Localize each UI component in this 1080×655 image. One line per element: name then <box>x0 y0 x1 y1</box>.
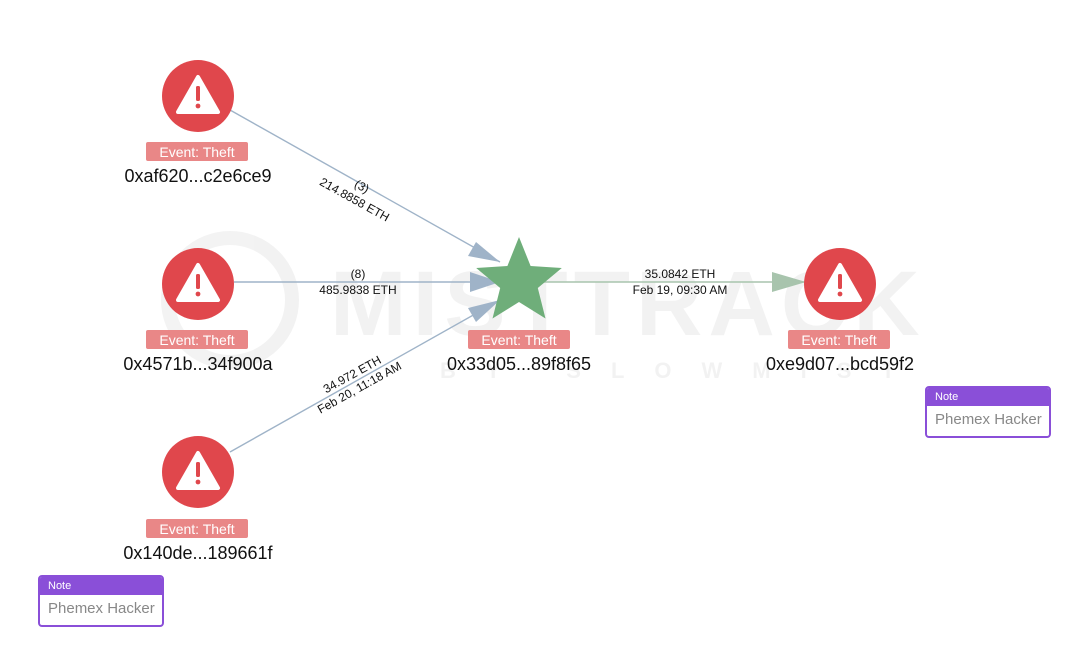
node-address[interactable]: 0xe9d07...bcd59f2 <box>766 354 914 374</box>
edge-label-amount: 485.9838 ETH <box>319 283 396 297</box>
arrowhead-n3-icon <box>468 300 500 322</box>
edge-label-hub-n5: 35.0842 ETH Feb 19, 09:30 AM <box>633 267 728 297</box>
arrowhead-n2-icon <box>470 272 500 292</box>
event-badge <box>146 330 248 349</box>
node-address[interactable]: 0x140de...189661f <box>123 543 273 563</box>
note-title: Note <box>927 388 1049 406</box>
event-badge-label: Event: Theft <box>481 332 556 348</box>
warning-icon <box>176 451 220 490</box>
edge-label-count: (3) <box>352 177 372 196</box>
edge-n3-hub[interactable] <box>229 299 501 453</box>
event-badge <box>468 330 570 349</box>
node-n2[interactable]: Event: Theft 0x4571b...34f900a <box>123 248 274 374</box>
node-hub[interactable]: Event: Theft 0x33d05...89f8f65 <box>447 237 591 374</box>
note-text: Phemex Hacker <box>935 411 1042 428</box>
node-address[interactable]: 0xaf620...c2e6ce9 <box>124 166 271 186</box>
arrowhead-n5-icon <box>772 272 806 292</box>
warning-icon <box>176 75 220 114</box>
warning-icon <box>176 263 220 302</box>
watermark-tagline: BY SLOWMIST <box>440 358 925 383</box>
event-badge-label: Event: Theft <box>159 332 234 348</box>
arrowhead-n1-icon <box>468 242 500 262</box>
event-badge <box>146 142 248 161</box>
edges <box>229 109 806 453</box>
event-badge-label: Event: Theft <box>159 144 234 160</box>
edge-n1-hub[interactable] <box>229 109 501 263</box>
node-n3[interactable]: Event: Theft 0x140de...189661f <box>123 436 274 563</box>
edge-label-n3-hub: 34.972 ETH Feb 20, 11:18 AM <box>315 353 404 417</box>
warning-icon <box>818 263 862 302</box>
star-icon <box>476 237 562 319</box>
edge-label-count: (8) <box>351 267 366 281</box>
edge-label-amount: 214.8858 ETH <box>317 175 391 225</box>
edge-label-amount: 35.0842 ETH <box>645 267 716 281</box>
edge-label-n2-hub: (8) 485.9838 ETH <box>319 267 396 297</box>
event-badge <box>146 519 248 538</box>
edge-label-date: Feb 19, 09:30 AM <box>633 283 728 297</box>
edge-label-n1-hub: (3) 214.8858 ETH <box>317 175 391 225</box>
node-n1[interactable]: Event: Theft 0xaf620...c2e6ce9 <box>124 60 272 186</box>
node-address[interactable]: 0x33d05...89f8f65 <box>447 354 591 374</box>
event-badge-label: Event: Theft <box>159 521 234 537</box>
note-title: Note <box>40 577 162 595</box>
node-n5[interactable]: Event: Theft 0xe9d07...bcd59f2 <box>766 248 914 374</box>
event-badge <box>788 330 890 349</box>
note-card[interactable]: Note Phemex Hacker <box>38 575 164 627</box>
note-card[interactable]: Note Phemex Hacker <box>925 386 1051 438</box>
event-badge-label: Event: Theft <box>801 332 876 348</box>
node-address[interactable]: 0x4571b...34f900a <box>123 354 273 374</box>
note-text: Phemex Hacker <box>48 600 155 617</box>
